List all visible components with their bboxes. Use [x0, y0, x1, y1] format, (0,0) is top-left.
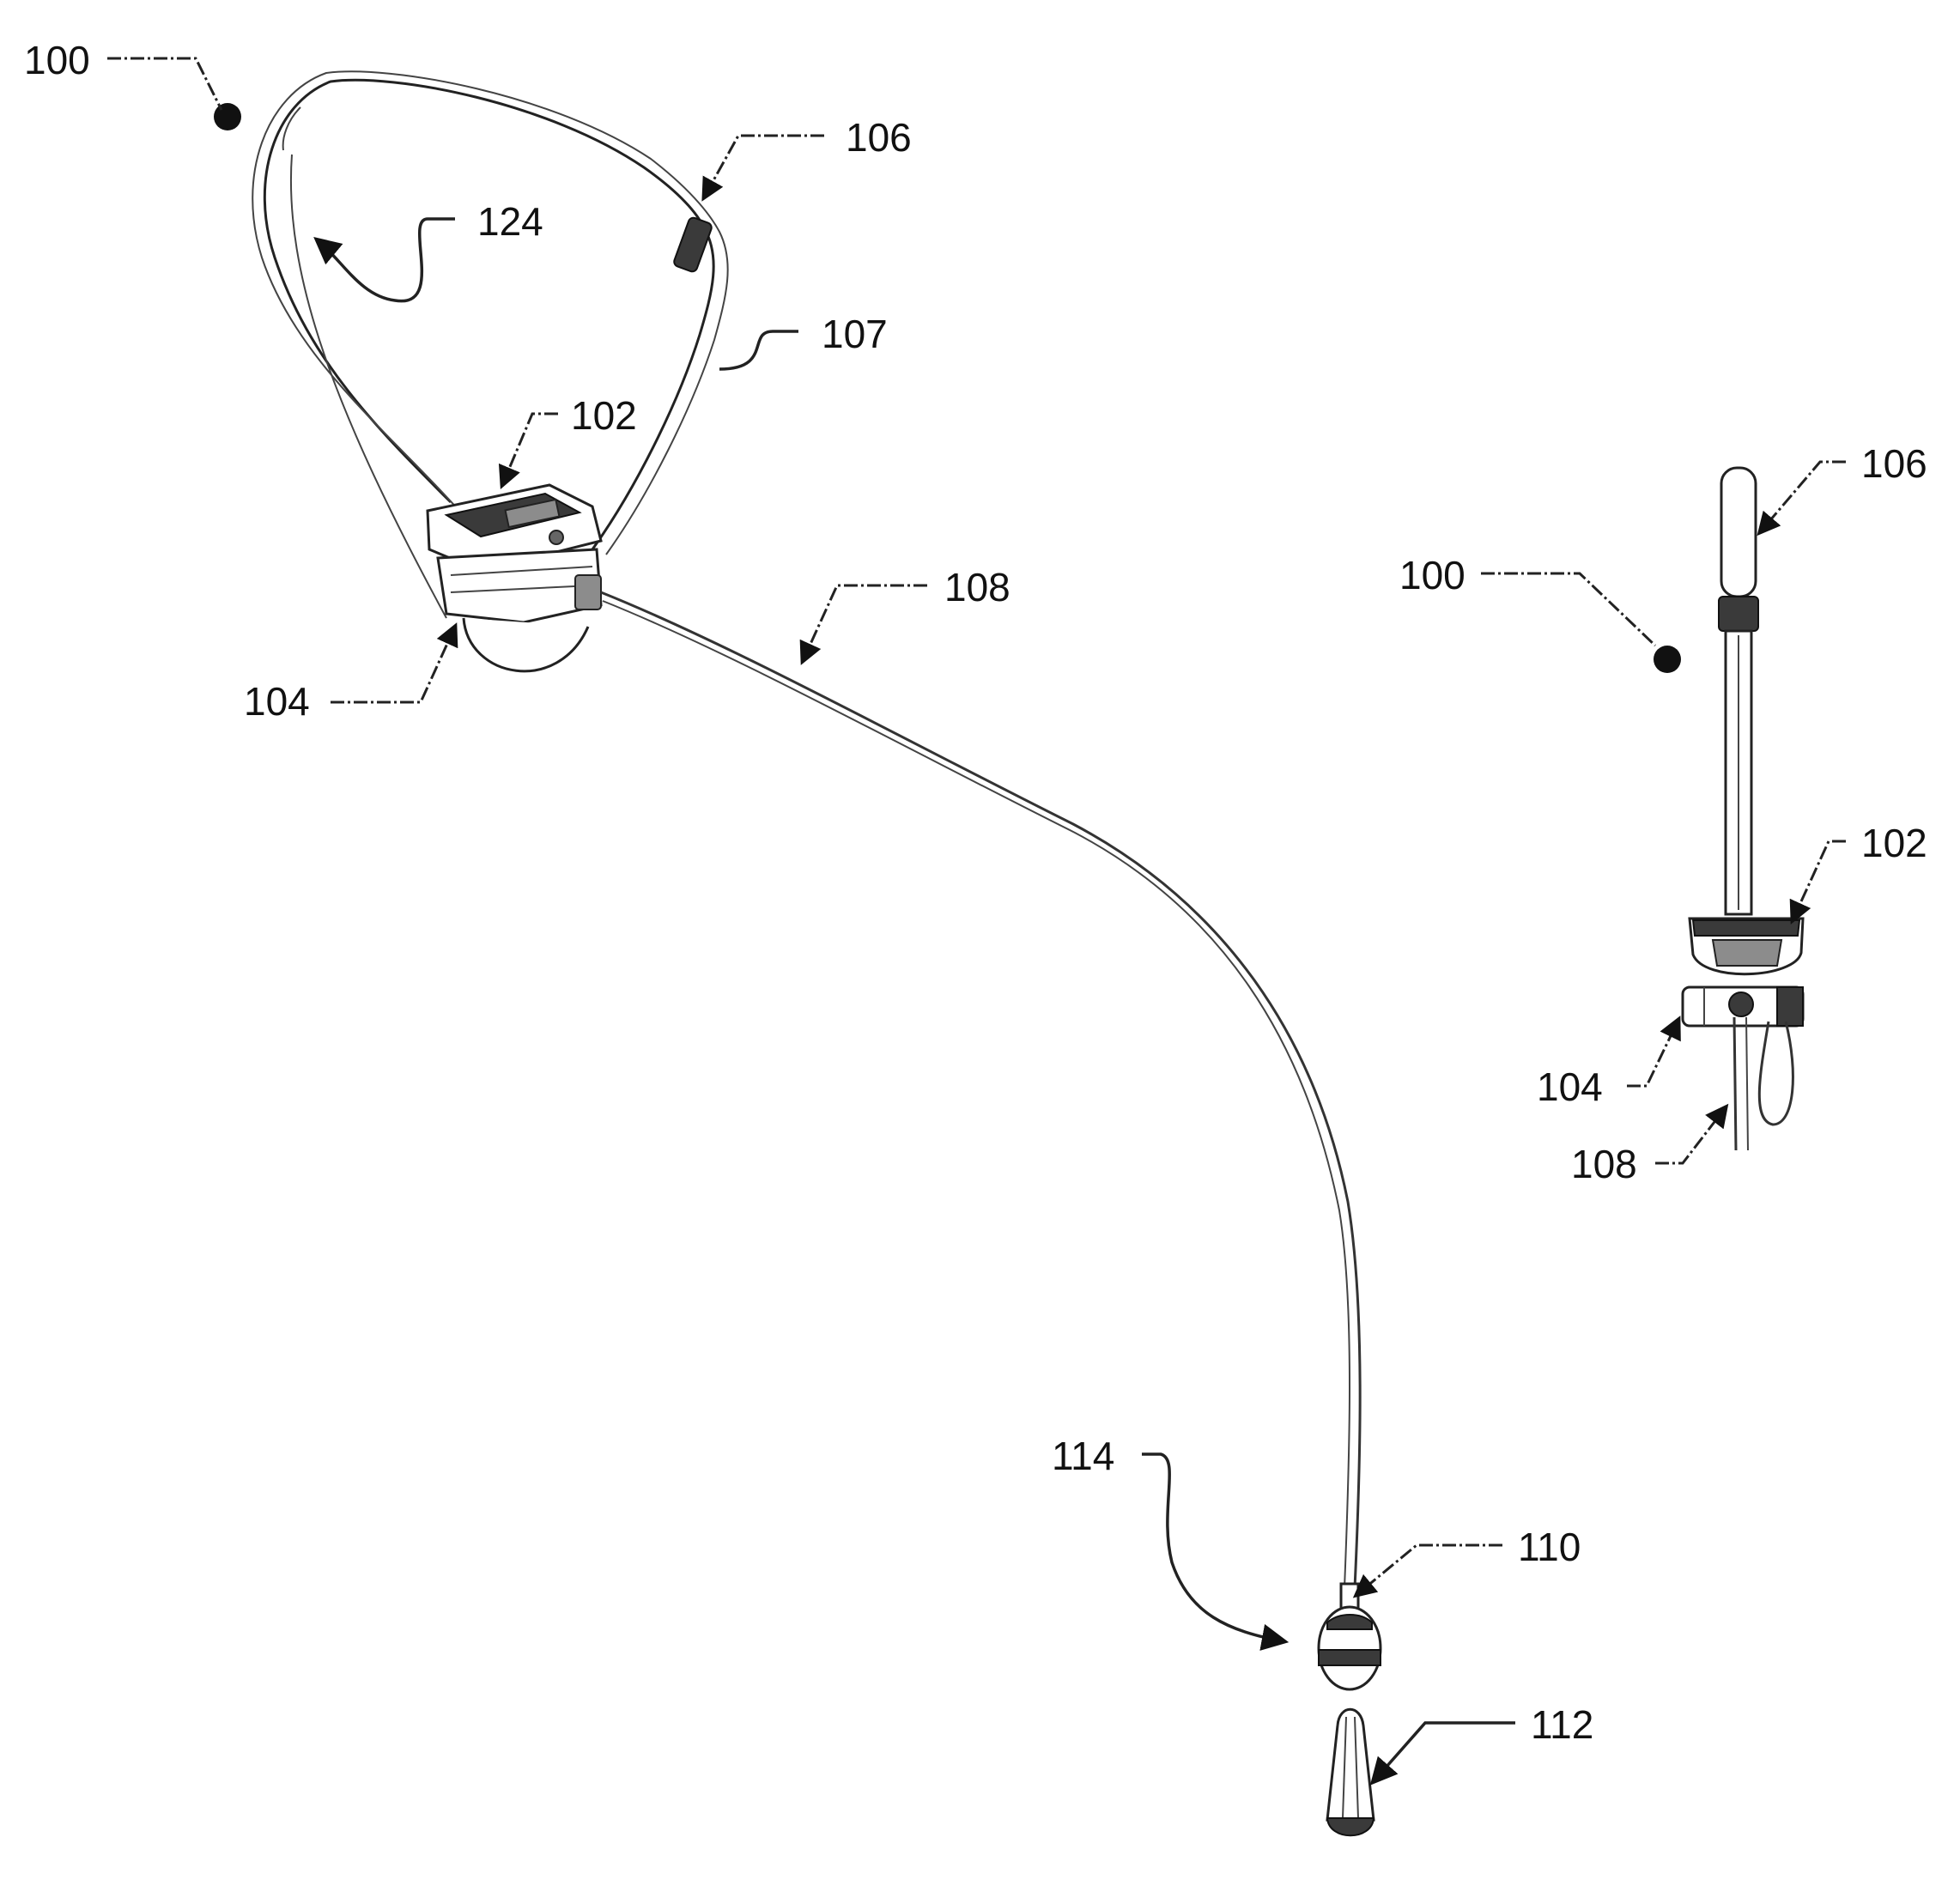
leader-107	[719, 331, 798, 369]
leader-106-main	[704, 136, 824, 197]
control-unit-side	[1690, 919, 1803, 974]
leader-108-side	[1655, 1107, 1726, 1163]
strap-side	[1719, 468, 1758, 914]
label-106-side: 106	[1861, 441, 1927, 486]
cable-main	[601, 592, 1360, 1588]
label-108-main: 108	[944, 565, 1010, 609]
label-112: 112	[1531, 1702, 1593, 1747]
label-104-main: 104	[244, 679, 310, 724]
connector-main	[1319, 1584, 1381, 1689]
label-106-main: 106	[846, 115, 912, 160]
cable-side	[1734, 1017, 1736, 1150]
leader-106-side	[1760, 462, 1846, 532]
leader-114	[1142, 1454, 1283, 1641]
leader-100-side	[1481, 573, 1655, 646]
leader-110	[1356, 1545, 1502, 1595]
label-107: 107	[822, 312, 888, 356]
leader-104-side	[1627, 1020, 1678, 1086]
cable-loop-side	[1759, 1022, 1793, 1125]
label-108-side: 108	[1571, 1142, 1637, 1186]
label-104-side: 104	[1537, 1064, 1603, 1109]
leader-104-main	[331, 627, 455, 702]
label-114: 114	[1052, 1434, 1114, 1478]
leader-112	[1374, 1723, 1515, 1781]
main-assembly	[214, 71, 1381, 1835]
leader-108-main	[803, 585, 927, 661]
leader-100-main	[107, 58, 221, 110]
label-110: 110	[1518, 1525, 1581, 1569]
probe-tip-main	[1327, 1709, 1374, 1835]
cable-main-inner	[603, 601, 1350, 1588]
label-102-main: 102	[571, 393, 637, 438]
housing-main	[438, 549, 601, 671]
housing-side	[1683, 987, 1803, 1026]
label-102-side: 102	[1861, 821, 1927, 865]
side-assembly	[1654, 468, 1803, 1150]
leader-102-side	[1793, 841, 1846, 920]
label-100-main: 100	[24, 38, 90, 82]
label-124: 124	[477, 199, 543, 244]
reference-dot-main	[214, 103, 241, 130]
label-100-side: 100	[1399, 553, 1466, 597]
reference-dot-side	[1654, 646, 1681, 673]
